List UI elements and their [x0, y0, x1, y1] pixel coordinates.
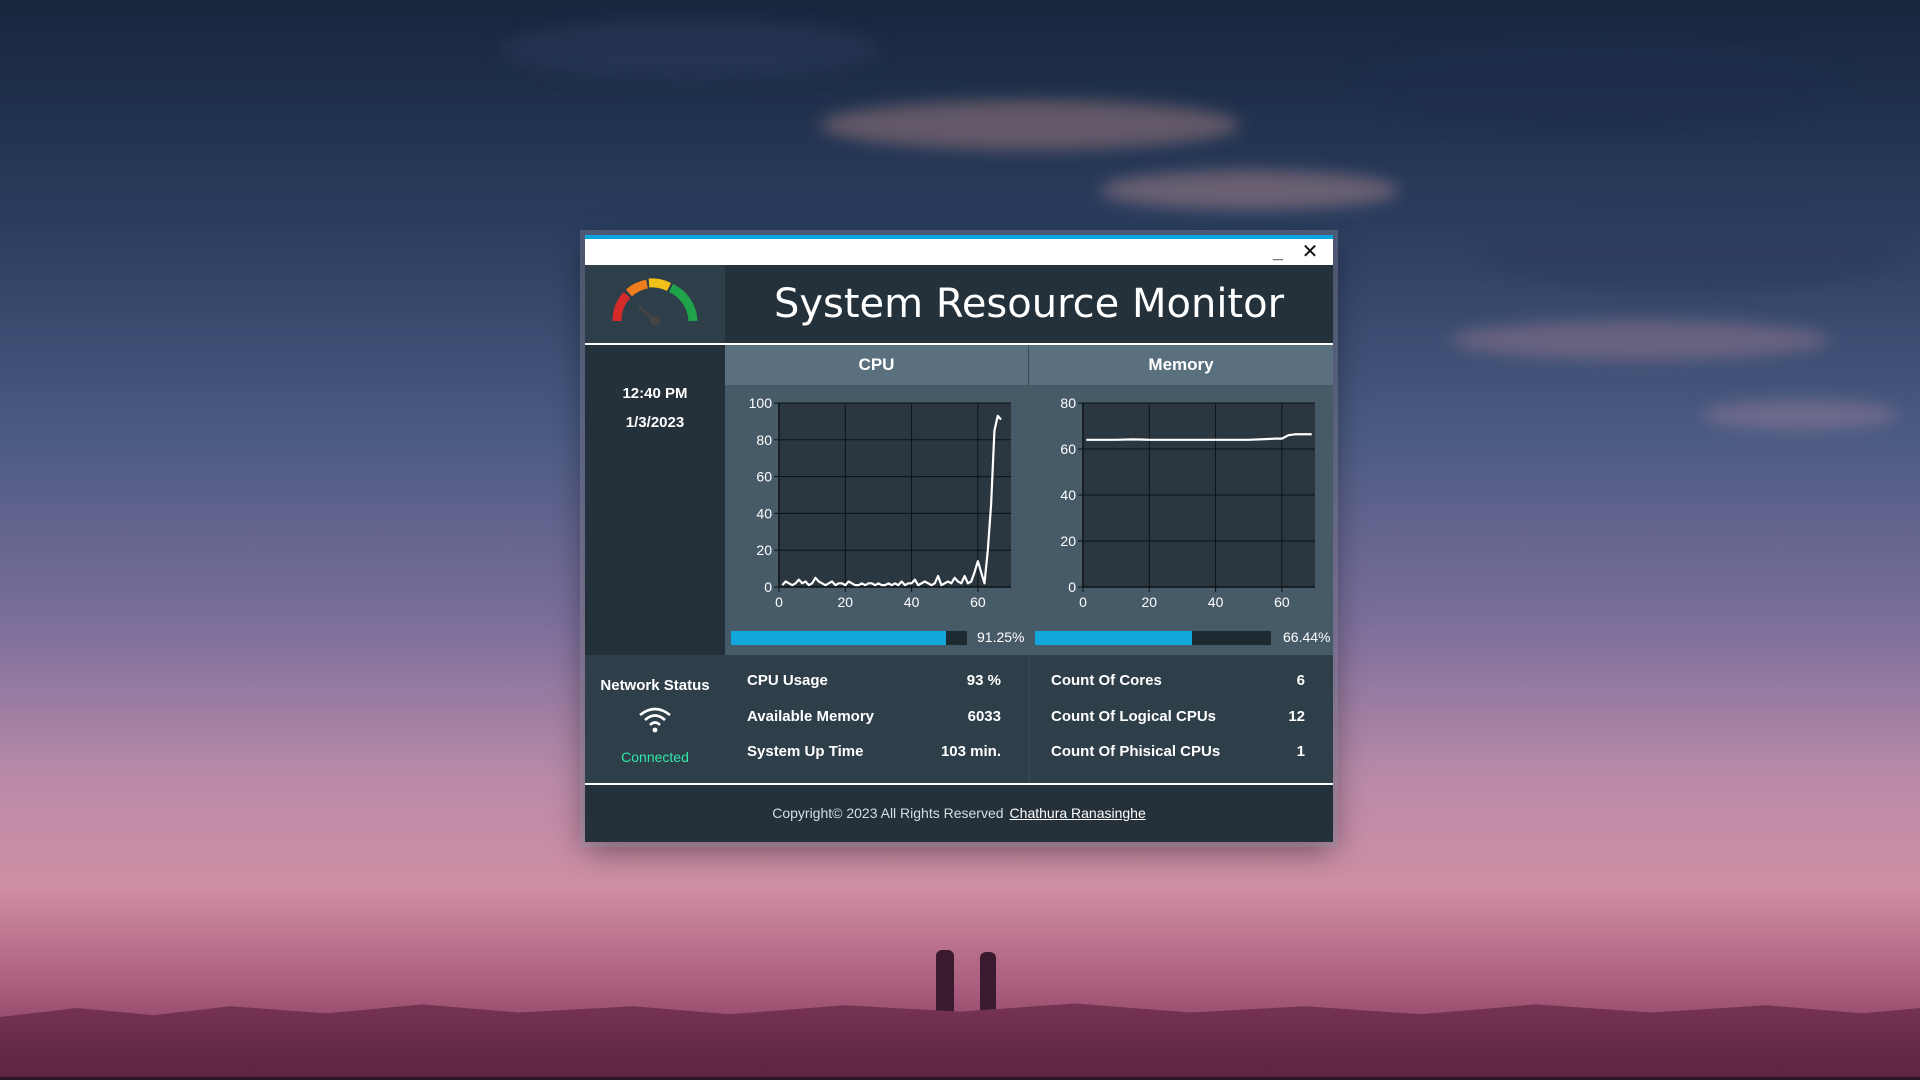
- stat-row-available-memory: Available Memory 6033: [725, 708, 1029, 732]
- clock-panel: 12:40 PM 1/3/2023: [585, 345, 725, 655]
- stat-label: CPU Usage: [747, 672, 828, 689]
- cpu-progress-fill: [731, 631, 947, 645]
- y-tick-label: 100: [749, 395, 773, 411]
- cpu-progress-label: 91.25%: [977, 629, 1025, 645]
- cpu-heading: CPU: [725, 345, 1029, 385]
- app-title: System Resource Monitor: [773, 281, 1285, 327]
- x-tick-label: 0: [1079, 594, 1087, 610]
- y-tick-label: 20: [756, 542, 772, 558]
- x-tick-label: 20: [1141, 594, 1157, 610]
- stat-label: Count Of Logical CPUs: [1051, 708, 1216, 725]
- x-tick-label: 40: [904, 594, 920, 610]
- stat-label: Count Of Cores: [1051, 672, 1162, 689]
- series-line: [781, 414, 1002, 587]
- stats-divider: [1029, 655, 1030, 783]
- x-tick-label: 0: [775, 594, 783, 610]
- network-panel: Network Status Connected: [585, 655, 725, 783]
- author-link[interactable]: Chathura Ranasinghe: [1009, 805, 1146, 821]
- app-header: System Resource Monitor: [585, 265, 1333, 343]
- network-title: Network Status: [600, 677, 710, 694]
- y-tick-label: 60: [1060, 441, 1076, 457]
- main-area: 12:40 PM 1/3/2023 Network Status Connect…: [585, 345, 1333, 783]
- stat-label: System Up Time: [747, 743, 864, 760]
- y-tick-label: 60: [756, 469, 772, 485]
- stat-row-cpu-usage: CPU Usage 93 %: [725, 672, 1029, 696]
- stat-value: 6033: [967, 708, 1001, 725]
- stat-value: 93 %: [966, 672, 1001, 689]
- clock-date: 1/3/2023: [625, 414, 685, 431]
- wifi-icon: [639, 707, 671, 733]
- y-tick-label: 0: [764, 579, 772, 595]
- network-state: Connected: [621, 749, 689, 765]
- logo-cell: [585, 265, 725, 343]
- y-tick-label: 0: [1068, 579, 1076, 595]
- cpu-stats: CPU Usage 93 % Available Memory 6033 Sys…: [725, 655, 1029, 783]
- x-tick-label: 20: [837, 594, 853, 610]
- stat-row-count-of-cores: Count Of Cores 6: [1029, 672, 1333, 696]
- series-line: [1086, 433, 1312, 441]
- y-tick-label: 80: [1060, 395, 1076, 411]
- copyright-text: Copyright© 2023 All Rights Reserved: [772, 805, 1004, 821]
- stat-row-physical-cpus: Count Of Phisical CPUs 1: [1029, 743, 1333, 767]
- memory-stats: Count Of Cores 6 Count Of Logical CPUs 1…: [1029, 655, 1333, 783]
- clock-time: 12:40 PM: [622, 385, 688, 402]
- cpu-chart: 0 20 40 60 80 100 0 20 40 60: [749, 395, 1011, 610]
- y-tick-label: 40: [1060, 487, 1076, 503]
- y-tick-label: 20: [1060, 533, 1076, 549]
- minimize-button[interactable]: _: [1272, 242, 1283, 262]
- stat-row-logical-cpus: Count Of Logical CPUs 12: [1029, 708, 1333, 732]
- cpu-progress-bar: [731, 631, 967, 645]
- close-button[interactable]: ✕: [1301, 241, 1319, 263]
- x-tick-label: 60: [970, 594, 986, 610]
- title-bar[interactable]: _ ✕: [585, 239, 1333, 265]
- memory-heading: Memory: [1029, 345, 1333, 385]
- y-tick-label: 80: [756, 432, 772, 448]
- plot-area: [779, 403, 1011, 587]
- x-tick-label: 60: [1274, 594, 1290, 610]
- stat-value: 12: [1288, 708, 1305, 725]
- memory-progress-label: 66.44%: [1283, 629, 1331, 645]
- app-window: _ ✕ System Resource Monitor 12:40 PM 1/3…: [585, 235, 1333, 842]
- x-tick-label: 40: [1208, 594, 1224, 610]
- stat-label: Available Memory: [747, 708, 874, 725]
- stat-row-system-up-time: System Up Time 103 min.: [725, 743, 1029, 767]
- footer: Copyright© 2023 All Rights Reserved Chath…: [585, 785, 1333, 842]
- memory-chart: 0 20 40 60 80 0 20 40 60: [1060, 395, 1315, 610]
- stat-value: 103 min.: [940, 743, 1001, 760]
- stat-value: 1: [1296, 743, 1305, 760]
- memory-panel: Memory 0 20 40 60 80 0 20 40 60 66.44% Count Of …: [1029, 345, 1333, 783]
- y-tick-label: 40: [756, 505, 772, 521]
- cpu-panel: CPU 0 20 40 60 80 100 0 20 40 60 91.25% CPU Usage…: [725, 345, 1029, 783]
- memory-progress-fill: [1035, 631, 1192, 645]
- memory-progress-bar: [1035, 631, 1271, 645]
- window-accent-bar: [585, 235, 1333, 239]
- gauge-icon: [612, 278, 698, 326]
- left-column: 12:40 PM 1/3/2023 Network Status Connect…: [585, 345, 725, 783]
- stat-value: 6: [1296, 672, 1305, 689]
- stat-label: Count Of Phisical CPUs: [1051, 743, 1221, 760]
